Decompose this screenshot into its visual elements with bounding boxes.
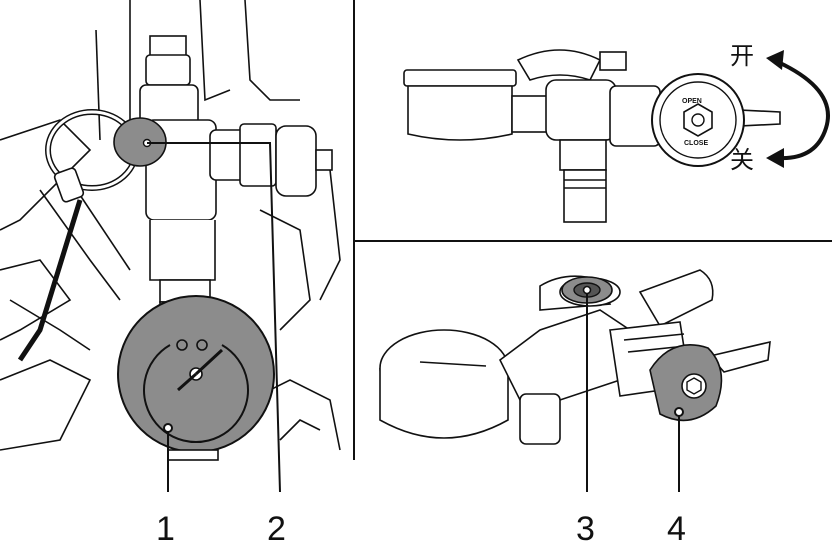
close-direction-label: 关 — [730, 146, 754, 174]
leader-line-2 — [147, 142, 281, 493]
callout-3: 3 — [576, 510, 595, 548]
rotation-arrow — [777, 60, 830, 161]
dial-open-text: OPEN — [682, 98, 702, 105]
dial-close-text: CLOSE — [684, 140, 708, 147]
callout-2: 2 — [267, 510, 286, 548]
left-panel-assembly — [0, 0, 341, 451]
callout-1: 1 — [156, 510, 175, 548]
callout-4: 4 — [667, 510, 686, 548]
top-right-valve — [403, 49, 781, 223]
open-direction-label: 开 — [730, 42, 754, 70]
